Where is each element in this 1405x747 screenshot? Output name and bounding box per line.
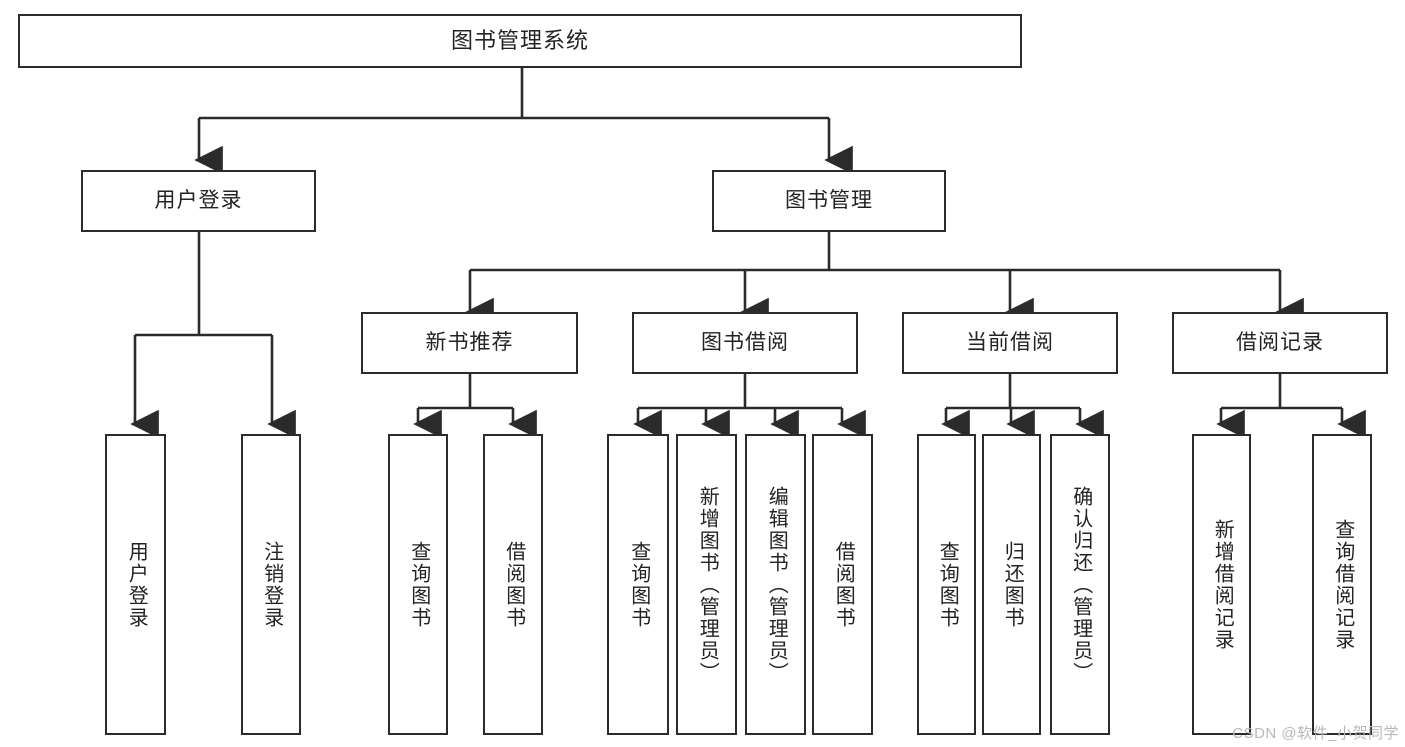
node-label: 查询图书 [936,540,959,629]
leaf-borrow-edit-book-admin[interactable]: 编辑图书（管理员） [745,434,806,735]
node-label: 当前借阅 [966,330,1054,354]
leaf-current-query-book[interactable]: 查询图书 [917,434,976,735]
node-label: 确认归还（管理员） [1069,485,1092,684]
leaf-current-return-book[interactable]: 归还图书 [982,434,1041,735]
leaf-records-add-record[interactable]: 新增借阅记录 [1192,434,1251,735]
node-label: 查询借阅记录 [1331,518,1354,651]
node-book-management[interactable]: 图书管理 [712,170,946,232]
leaf-recommend-borrow-book[interactable]: 借阅图书 [483,434,543,735]
node-label: 图书管理系统 [450,28,589,54]
node-user-login[interactable]: 用户登录 [81,170,316,232]
node-new-book-recommend[interactable]: 新书推荐 [361,312,578,374]
node-borrow-records[interactable]: 借阅记录 [1172,312,1388,374]
leaf-user-login[interactable]: 用户登录 [105,434,166,735]
leaf-user-logout[interactable]: 注销登录 [241,434,301,735]
leaf-current-confirm-return-admin[interactable]: 确认归还（管理员） [1050,434,1110,735]
node-label: 编辑图书（管理员） [765,485,788,684]
node-label: 借阅图书 [832,540,855,629]
leaf-recommend-query-book[interactable]: 查询图书 [388,434,448,735]
node-label: 图书借阅 [701,330,789,354]
node-current-borrow[interactable]: 当前借阅 [902,312,1118,374]
leaf-borrow-borrow-book[interactable]: 借阅图书 [812,434,873,735]
node-label: 查询图书 [407,540,430,629]
node-root-system[interactable]: 图书管理系统 [18,14,1022,68]
node-label: 用户登录 [125,540,148,629]
node-label: 借阅记录 [1236,330,1324,354]
leaf-records-query-record[interactable]: 查询借阅记录 [1312,434,1372,735]
node-label: 用户登录 [154,188,243,212]
leaf-borrow-query-book[interactable]: 查询图书 [607,434,669,735]
node-label: 归还图书 [1001,540,1024,629]
node-label: 查询图书 [627,540,650,629]
node-label: 新书推荐 [425,330,514,354]
leaf-borrow-add-book-admin[interactable]: 新增图书（管理员） [676,434,737,735]
node-label: 新增图书（管理员） [696,485,719,684]
node-label: 借阅图书 [502,540,525,629]
node-label: 图书管理 [785,188,873,212]
node-label: 新增借阅记录 [1211,518,1234,651]
node-label: 注销登录 [260,540,283,629]
node-book-borrow[interactable]: 图书借阅 [632,312,858,374]
